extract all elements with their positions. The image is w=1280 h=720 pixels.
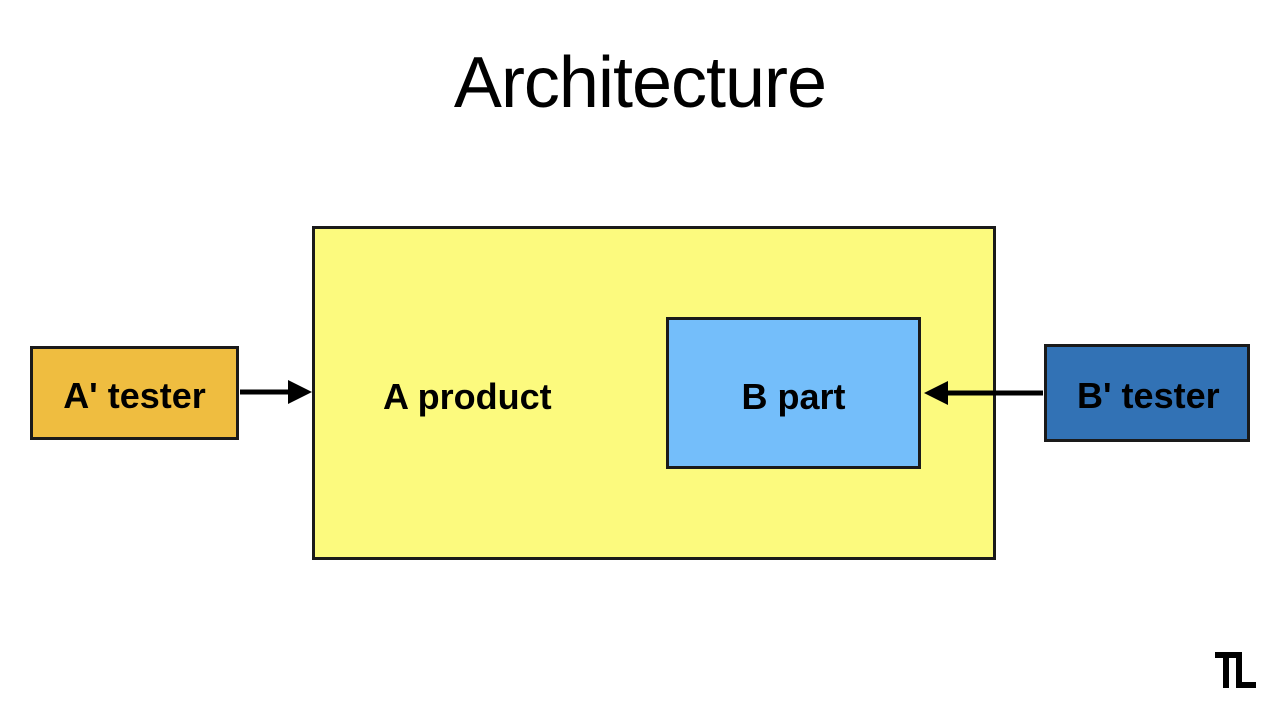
a-tester-label: A' tester [63,375,206,416]
slide-title: Architecture [453,43,827,123]
a-tester-box: A' tester [30,346,239,440]
b-tester-box: B' tester [1044,344,1250,442]
b-tester-label: B' tester [1077,375,1220,416]
arrow-a-tester-to-a-product [240,380,312,404]
b-part-label: B part [741,376,846,417]
tl-monogram-icon [1215,652,1256,688]
b-part-box: B part [666,317,921,469]
a-product-label: A product [383,376,552,417]
